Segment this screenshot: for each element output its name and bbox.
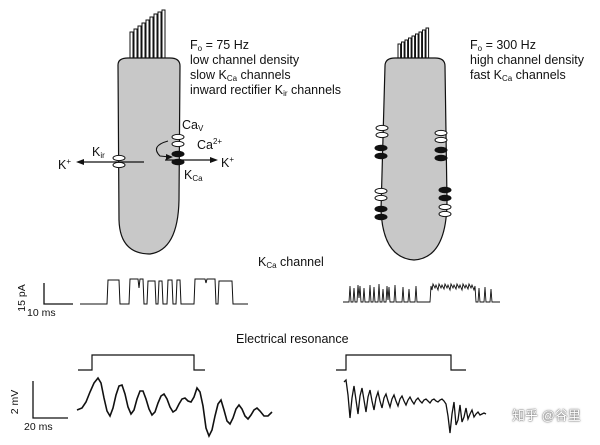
ca2-label: Ca2+ xyxy=(197,137,223,152)
k-plus-right: K+ xyxy=(221,155,235,170)
stim-pulse-right xyxy=(336,354,466,371)
right-density-text: high channel density xyxy=(470,53,584,67)
resonance-trace-left xyxy=(76,376,273,438)
resonance-scale-bar xyxy=(32,381,68,419)
left-density-text: low channel density xyxy=(190,53,300,67)
left-kir-text: inward rectifier Kir channels xyxy=(190,83,342,98)
right-freq-label: Fo = 300 Hz xyxy=(470,38,536,53)
left-cell-body xyxy=(117,57,181,255)
kca-scale-bar xyxy=(43,283,73,305)
kca-trace-fast xyxy=(343,282,500,303)
resonance-scale-x-label: 20 ms xyxy=(24,421,53,433)
right-channels xyxy=(374,124,452,221)
kca-section-title: KCa channel xyxy=(258,255,324,270)
watermark: 知乎 @谷里 xyxy=(512,408,581,423)
resonance-scale-y-label: 2 mV xyxy=(9,389,21,415)
left-kca-text: slow KCa channels xyxy=(190,68,291,83)
resonance-section-title: Electrical resonance xyxy=(236,332,349,346)
left-hair-bundle xyxy=(129,9,166,59)
kca-trace-slow xyxy=(80,278,248,305)
kir-label: Kir xyxy=(92,145,105,160)
cav-label: CaV xyxy=(182,118,204,133)
left-freq-label: Fo = 75 Hz xyxy=(190,38,249,53)
k-plus-left: K+ xyxy=(58,157,72,172)
resonance-trace-right xyxy=(343,378,487,434)
stim-pulse-left xyxy=(78,354,205,371)
kca-label: KCa xyxy=(184,168,203,183)
right-hair-bundle xyxy=(397,27,430,59)
left-ca-curve-arrow xyxy=(155,140,171,158)
right-kca-text: fast KCa channels xyxy=(470,68,566,83)
left-cav-channel xyxy=(171,133,185,148)
kca-scale-x-label: 10 ms xyxy=(27,307,56,319)
